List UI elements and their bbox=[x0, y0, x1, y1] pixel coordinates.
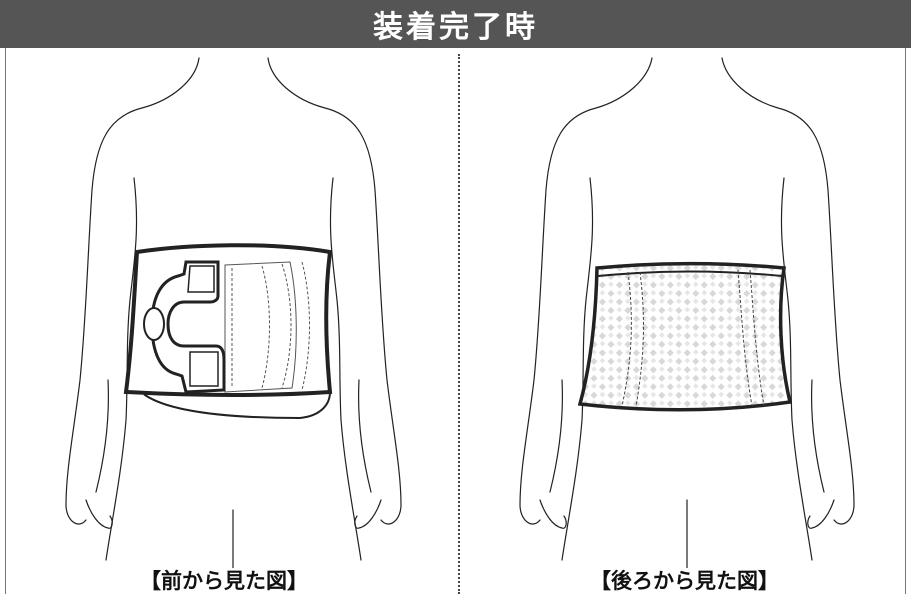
front-body-outline-left bbox=[65, 57, 200, 525]
belt-buckle bbox=[143, 307, 165, 341]
frame-border-right bbox=[905, 48, 906, 594]
front-hand-right bbox=[354, 499, 382, 529]
front-view-caption: 【前から見た図】 bbox=[140, 569, 308, 593]
back-torso-left bbox=[561, 177, 594, 561]
front-body-outline-right bbox=[267, 57, 402, 525]
back-body-outline-right bbox=[721, 57, 855, 525]
front-hand-left bbox=[85, 499, 113, 529]
back-body-outline-left bbox=[519, 57, 653, 525]
page-title: 装着完了時 bbox=[0, 0, 911, 48]
back-view-caption: 【後ろから見た図】 bbox=[590, 569, 779, 593]
back-view-illustration bbox=[519, 57, 855, 568]
belt-main-back bbox=[577, 261, 793, 412]
frame-border-left bbox=[5, 48, 6, 594]
back-torso-right bbox=[780, 177, 813, 561]
front-torso-left bbox=[105, 177, 138, 561]
front-torso-right bbox=[329, 177, 362, 561]
panel-divider bbox=[458, 54, 460, 594]
front-view-illustration bbox=[65, 57, 402, 568]
